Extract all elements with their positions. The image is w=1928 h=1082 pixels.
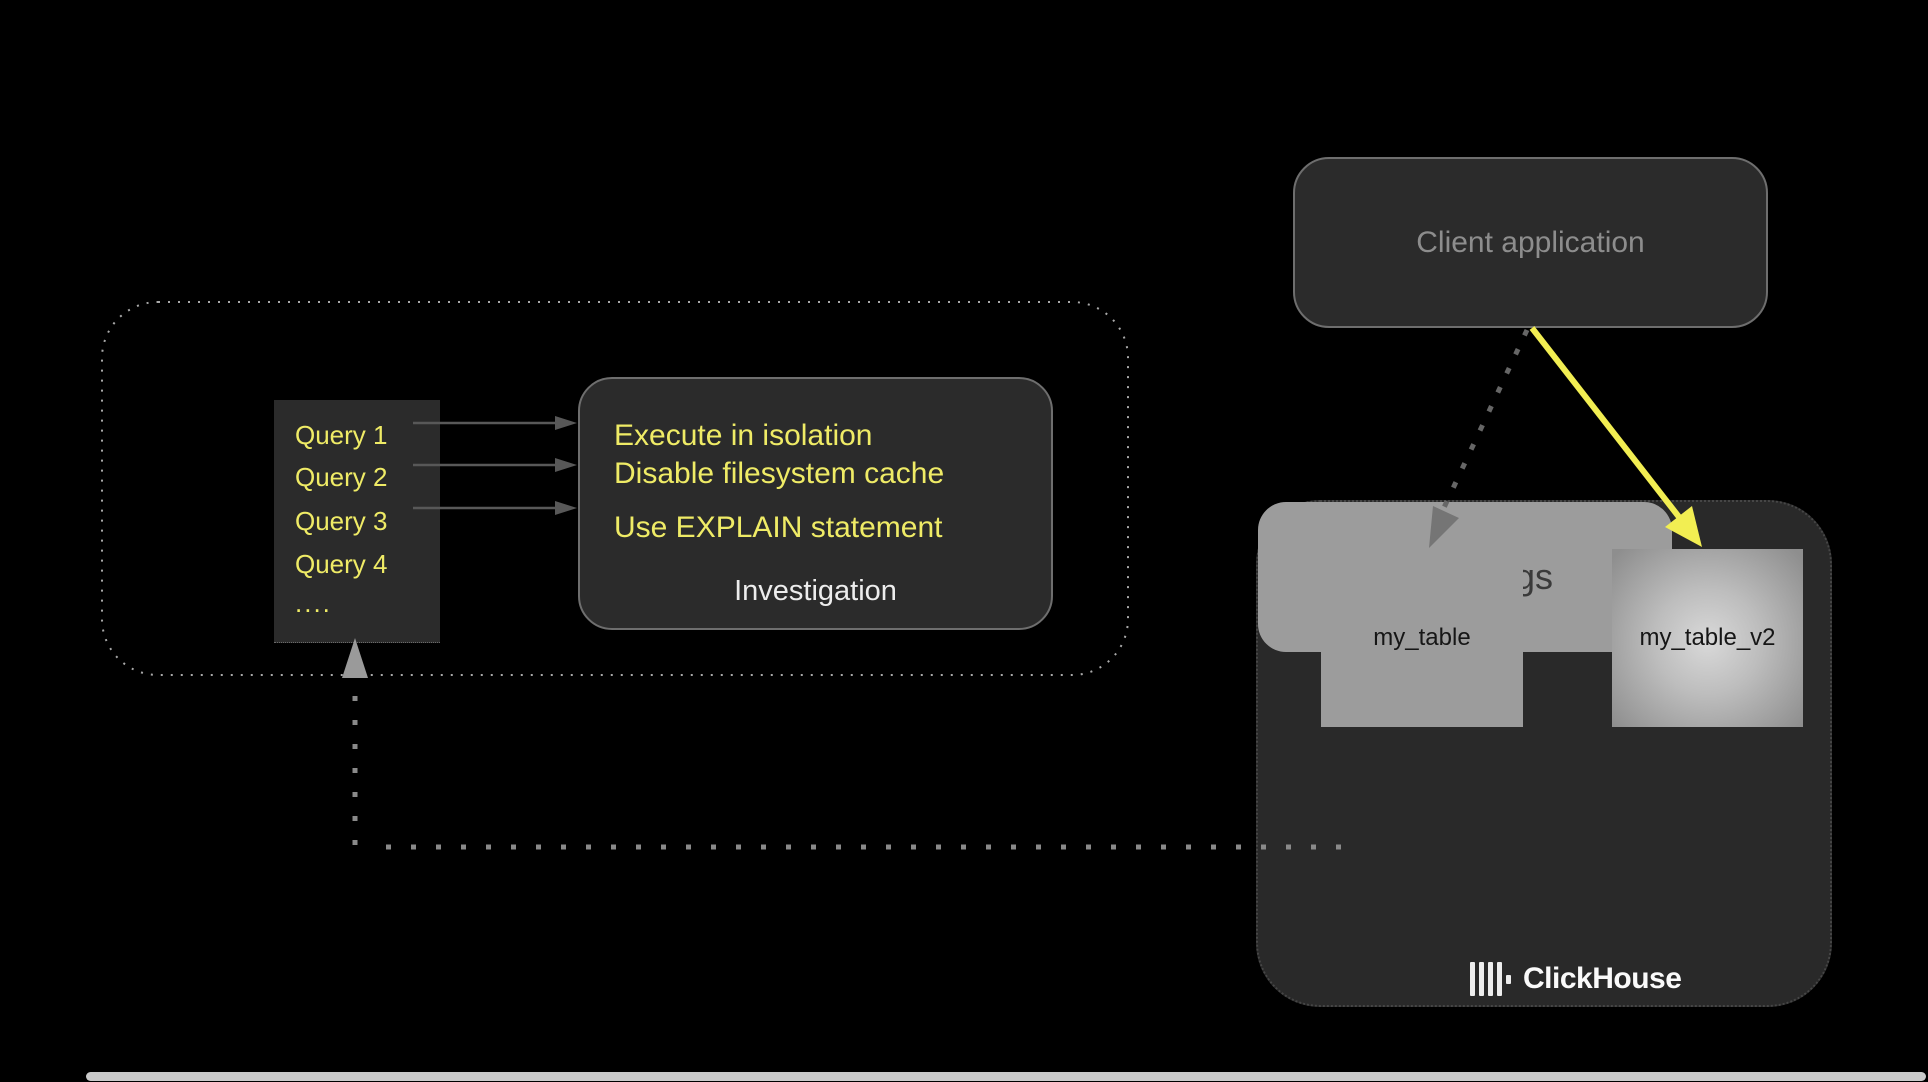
query-item-ellipsis: .... (295, 588, 332, 618)
query-item: Query 2 (295, 462, 388, 492)
clickhouse-wordmark: ClickHouse (1523, 962, 1682, 995)
query-item: Query 1 (295, 420, 388, 450)
my-table-v2-label: my_table_v2 (1639, 624, 1776, 651)
client-to-mytablev2-arrow (1529, 326, 1682, 519)
investigation-label: Investigation (734, 575, 897, 607)
clickhouse-logo-icon (1470, 962, 1515, 996)
query-list-box: Query 1 Query 2 Query 3 Query 4 .... (274, 400, 440, 643)
investigation-box: Execute in isolation Disable filesystem … (578, 377, 1053, 630)
query3-arrowhead-icon (555, 501, 577, 515)
query-item: Query 4 (295, 549, 388, 579)
clickhouse-container: my_table my_table_v2 query_logs ClickHou… (1256, 500, 1832, 1007)
client-to-mytable-dashed (1438, 328, 1530, 516)
clickhouse-logo: ClickHouse (1470, 961, 1682, 997)
my-table-v2-box: my_table_v2 (1612, 549, 1803, 727)
bottom-edge-bar (86, 1072, 1926, 1081)
logs-feedback-arrowhead-icon (342, 638, 368, 678)
client-application-box: Client application (1293, 157, 1768, 328)
query-item: Query 3 (295, 506, 388, 536)
investigation-tip: Execute in isolation (614, 419, 873, 452)
investigation-tip: Disable filesystem cache (614, 457, 945, 490)
my-table-box: my_table (1321, 549, 1523, 727)
query1-arrowhead-icon (555, 416, 577, 430)
investigation-tip: Use EXPLAIN statement (614, 511, 943, 544)
client-application-label: Client application (1416, 225, 1645, 259)
my-table-label: my_table (1373, 624, 1471, 651)
query2-arrowhead-icon (555, 458, 577, 472)
